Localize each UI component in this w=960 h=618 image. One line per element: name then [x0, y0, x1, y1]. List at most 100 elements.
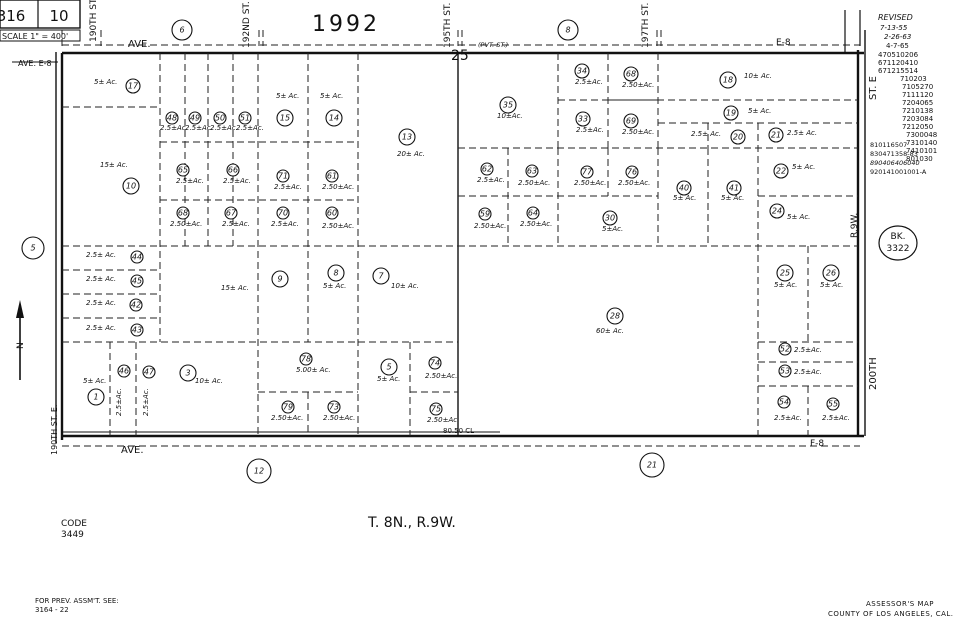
svg-text:12: 12 [254, 467, 264, 476]
revision: 470510206 [878, 51, 919, 59]
section-number: 25 [451, 48, 469, 64]
adjacent-section: 12 [246, 458, 272, 484]
parcel-number-circle [130, 323, 144, 337]
street-label-r9w: R.9W. [850, 213, 860, 238]
prev-assmt-label: FOR PREV. ASSM'T. SEE: [35, 597, 119, 605]
parcel-number-circle [606, 307, 624, 325]
parcel-number: 64 [528, 209, 538, 218]
parcel: 255± Ac. [774, 264, 797, 289]
parcel-number-circle [238, 111, 252, 125]
parcel: 542.5±Ac. [774, 395, 802, 422]
parcel: 145± Ac. [320, 92, 343, 127]
parcel: 552.5±Ac. [822, 397, 850, 422]
parcel-number-circle [276, 169, 290, 183]
parcel-acreage: 2.50±Ac. [574, 179, 606, 187]
parcel: 702.5±Ac. [271, 206, 299, 228]
revision: 7300048 [906, 131, 937, 139]
parcel: 85± Ac. [323, 264, 346, 290]
svg-text:6: 6 [179, 26, 184, 35]
parcel-acreage: 5±Ac. [602, 225, 623, 233]
parcel-acreage: 2.5± Ac. [86, 299, 116, 307]
parcel-number-circle [327, 264, 345, 282]
revision: 801030 [906, 155, 933, 163]
parcel: 502.5±Ac. [210, 111, 238, 132]
parcel-number: 19 [726, 109, 736, 118]
parcel-number: 67 [226, 209, 237, 218]
parcel-number: 3 [185, 369, 190, 378]
parcel-number: 61 [327, 172, 337, 181]
parcel: 452.5± Ac. [86, 274, 144, 288]
parcel: 155± Ac. [276, 92, 299, 127]
parcel: 15± Ac. [83, 377, 106, 406]
parcel-number: 68 [178, 209, 188, 218]
parcel-number-circle [526, 206, 540, 220]
revision: 7203084 [902, 115, 934, 123]
parcel: 61 2.50±Ac. [322, 169, 354, 191]
parcel-acreage: 5± Ac. [83, 377, 106, 385]
parcel-number-circle [125, 78, 141, 94]
parcel: 712.5±Ac. [274, 169, 302, 191]
parcel-number-circle [276, 206, 290, 220]
parcel-number: 14 [329, 114, 339, 123]
parcel: 492.5±Ac. [185, 111, 213, 132]
parcel-acreage: 2.5±Ac. [794, 346, 822, 354]
parcel-number-circle [372, 267, 390, 285]
parcel-number-circle [325, 169, 339, 183]
parcel-number-circle [826, 397, 840, 411]
parcel-acreage: 2.50±Ac. [427, 416, 459, 424]
parcel-number: 9 [277, 275, 282, 284]
parcel-acreage: 2.50±Ac. [322, 183, 354, 191]
code-value: 3449 [61, 530, 84, 540]
parcel: 742.50±Ac. [425, 356, 457, 380]
parcel-acreage: 5± Ac. [276, 92, 299, 100]
parcel-number-circle [768, 127, 784, 143]
parcel: 442.5± Ac. [86, 250, 144, 264]
parcel-number-circle [726, 180, 742, 196]
parcel-acreage: 2.50±Ac. [520, 220, 552, 228]
parcel-number: 20 [733, 133, 743, 142]
parcel: 462.5±Ac. [115, 364, 131, 416]
note: 920141001001-A [870, 168, 927, 176]
parcel-number: 24 [772, 207, 782, 216]
parcel-number-circle [478, 207, 492, 221]
parcel-number-circle [777, 395, 791, 409]
parcel-acreage: 5± Ac. [774, 281, 797, 289]
street-label-f8: F-8 [810, 439, 824, 449]
parcel-number: 73 [329, 403, 339, 412]
street-label-195th: 195TH ST. E [443, 0, 453, 48]
parcel: 792.50±Ac. [271, 400, 303, 422]
parcel-number-circle [176, 206, 190, 220]
parcel-acreage: 2.50±Ac. [518, 179, 550, 187]
svg-text:5: 5 [30, 244, 35, 253]
parcel-acreage: 2.5±Ac. [822, 414, 850, 422]
parcel-number: 41 [729, 184, 739, 193]
parcel: 30 5±Ac. [602, 210, 623, 233]
parcel-acreage: 5± Ac. [323, 282, 346, 290]
parcel-acreage: 2.5±Ac. [576, 126, 604, 134]
parcel-number-circle [213, 111, 227, 125]
map-book-number: 316 [0, 7, 25, 25]
note: 830471358-83 [870, 150, 918, 158]
parcel-number: 35 [503, 101, 513, 110]
parcel: 592.50±Ac. [474, 207, 506, 230]
revision: 7310140 [906, 139, 937, 147]
parcel-number-circle [525, 164, 539, 178]
parcel-number-circle [719, 71, 737, 89]
parcel-number-circle [188, 111, 202, 125]
parcel: 682.50±Ac. [170, 206, 202, 228]
parcel: 265± Ac. [820, 264, 843, 289]
parcel-acreage: 2.50±Ac. [622, 81, 654, 89]
street-label-st-e: ST. E [868, 76, 879, 100]
svg-text:8: 8 [565, 26, 570, 35]
parcel-number: 69 [626, 117, 636, 126]
revision: 4-7-65 [886, 42, 909, 50]
parcel: 55± Ac. [377, 358, 400, 383]
parcel-acreage: 10±Ac. [497, 112, 523, 120]
revision: 671120410 [878, 59, 918, 67]
parcel-number: 30 [605, 214, 615, 223]
parcel-acreage: 2.5±Ac. [210, 124, 238, 132]
